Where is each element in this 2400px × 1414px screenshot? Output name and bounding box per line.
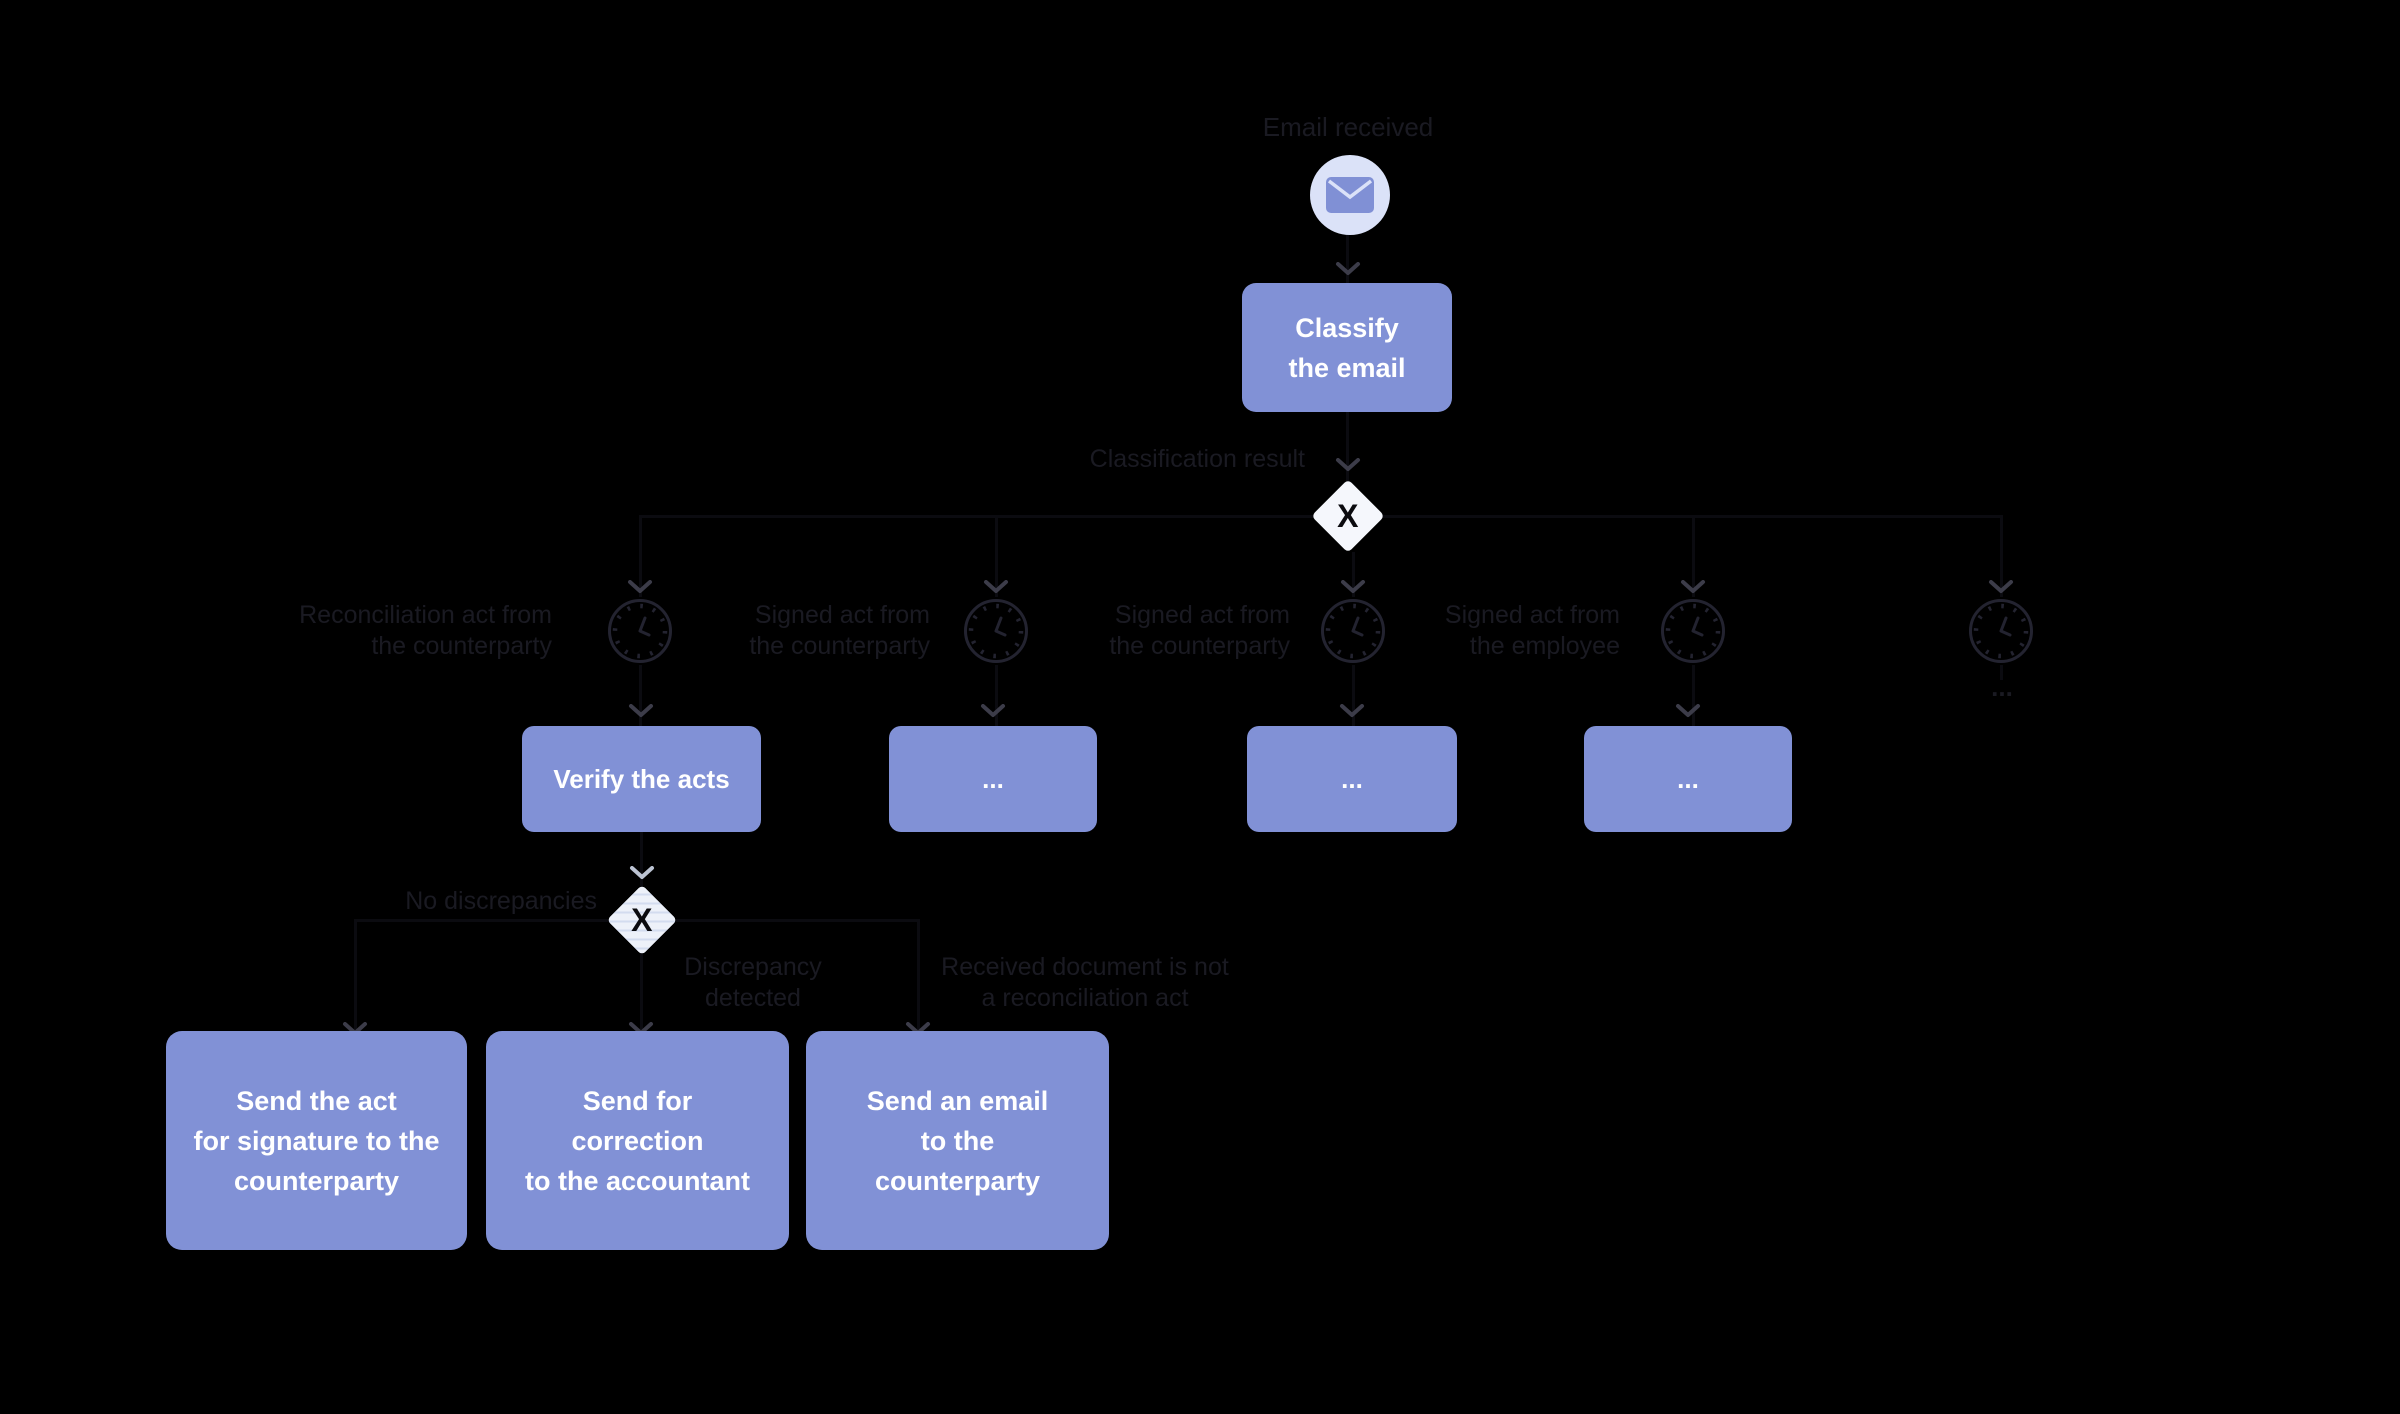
arrow-down-icon [1681,580,1705,593]
flow-edge [1346,235,1349,283]
timer-event-icon [964,599,1028,663]
task-label-line: Send for [582,1085,693,1116]
flow-edge [639,665,642,726]
branch-label-line: the counterparty [1109,632,1290,660]
task-send-correction: Send for correction to the accountant [486,1031,789,1250]
flow-edge [995,665,998,726]
flow-edge [917,919,920,1031]
branch-label-line: Reconciliation act from [299,601,552,629]
start-event [1310,155,1390,235]
flow-edge [354,919,357,1031]
task-label-line: Send the act [236,1085,397,1116]
start-event-label: Email received [1262,112,1434,142]
task-label-line: ... [1341,764,1363,794]
flow-edge [1692,515,1695,597]
timer-event-icon [1969,599,2033,663]
arrow-down-icon [630,866,654,879]
branch-label-1: Reconciliation act from the counterparty [299,600,552,662]
task-label-line: Send an email [866,1085,1049,1116]
branch-label-3: Signed act from the counterparty [1109,600,1290,662]
task-classify-email: Classify the email [1242,283,1452,412]
task-label-line: counterparty [233,1165,400,1196]
task-label-line: Classify [1295,312,1399,343]
branch-label-line: the employee [1469,632,1620,660]
label-not-reconciliation-act: Received document is not a reconciliatio… [910,952,1260,1014]
branch-label-line: Signed act from [1114,601,1290,629]
branch-label-line: Received document is not [941,953,1229,981]
timer-event-icon [608,599,672,663]
flow-edge [1352,552,1355,597]
branch-label-4: Signed act from the employee [1445,600,1620,662]
arrow-down-icon [1676,704,1700,717]
flow-edge [995,515,998,597]
branch-label-line: the counterparty [371,632,552,660]
flow-edge [640,945,643,1031]
flow-edge [1692,665,1695,726]
branch-label-line: a reconciliation act [981,984,1189,1012]
task-label-line: Verify the acts [553,764,730,794]
task-ellipsis-3: ... [1584,726,1792,832]
branch-label-line: detected [705,984,801,1012]
task-label-line: to the [920,1125,995,1156]
task-ellipsis-1: ... [889,726,1097,832]
task-label-line: ... [982,764,1004,794]
task-label-line: correction [571,1125,704,1156]
branch-label-line: Signed act from [1444,601,1620,629]
task-label-line: counterparty [874,1165,1041,1196]
arrow-down-icon [1341,580,1365,593]
task-label-line: for signature to the [193,1125,440,1156]
flow-edge [639,515,642,597]
label-discrepancy-detected: Discrepancy detected [653,952,853,1014]
overflow-ellipsis: ... [1991,672,2013,702]
arrow-down-icon [1336,262,1360,275]
gateway-x-symbol: X [1337,498,1359,534]
flow-edge [2000,515,2003,597]
flow-edge [640,832,643,895]
arrow-down-icon [1340,704,1364,717]
gateway-exclusive-2: X [606,884,678,956]
branch-label-line: Discrepancy [684,953,822,981]
flow-edge [355,919,618,922]
arrow-down-icon [1336,458,1360,471]
arrow-down-icon [981,704,1005,717]
task-ellipsis-2: ... [1247,726,1457,832]
branch-label-line: the counterparty [749,632,930,660]
gateway1-label: Classification result [1089,445,1305,473]
arrow-down-icon [628,580,652,593]
arrow-down-icon [629,704,653,717]
task-send-act-signature: Send the act for signature to the counte… [166,1031,467,1250]
gateway2-label: No discrepancies [405,887,597,915]
branch-label-2: Signed act from the counterparty [749,600,930,662]
task-label-line: the email [1288,352,1406,383]
timer-event-icon [1661,599,1725,663]
branch-label-line: Signed act from [754,601,930,629]
task-label-line: ... [1677,764,1699,794]
flow-edge [667,919,920,922]
gateway-x-symbol: X [631,902,653,938]
task-send-email: Send an email to the counterparty [806,1031,1109,1250]
arrow-down-icon [984,580,1008,593]
gateway-exclusive-1: X [1311,479,1385,553]
flow-edge [1346,412,1349,490]
arrow-down-icon [1989,580,2013,593]
task-verify-acts: Verify the acts [522,726,761,832]
envelope-icon [1326,177,1374,213]
flow-edge [1352,665,1355,726]
timer-event-icon [1321,599,1385,663]
flow-edge [2000,665,2003,680]
task-label-line: to the accountant [524,1165,750,1196]
